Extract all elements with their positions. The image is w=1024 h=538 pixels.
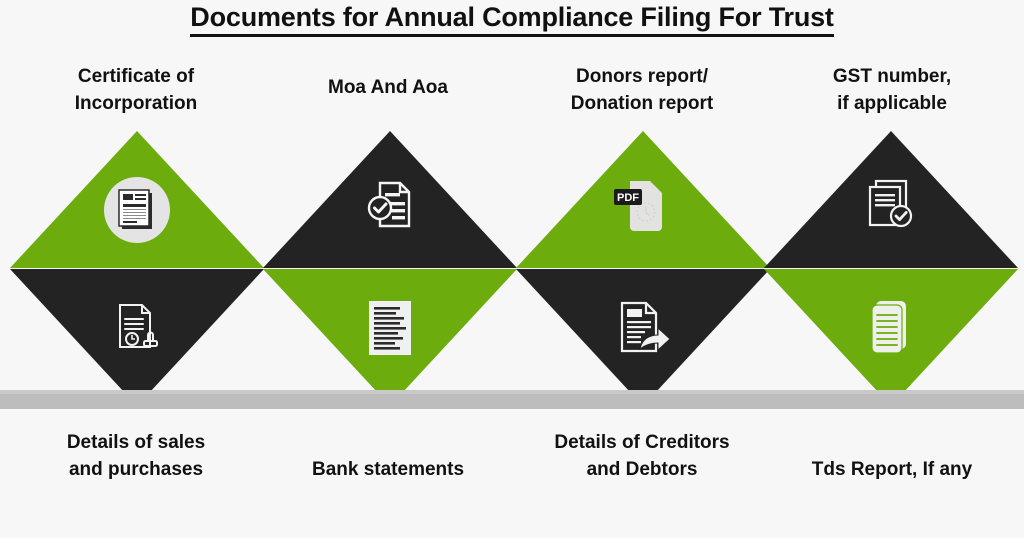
label-top-2: Moa And Aoa <box>238 75 538 102</box>
label-top-4-line1: GST number, <box>832 66 952 87</box>
triangle-top-2 <box>263 131 517 268</box>
label-bottom-1-line2: and purchases <box>68 458 204 480</box>
diamond-column-3: PDF <box>516 131 770 406</box>
triangle-bottom-4 <box>764 269 1018 406</box>
label-bottom-3: Details of Creditors and Debtors <box>492 430 792 484</box>
label-bottom-1: Details of sales and purchases <box>0 430 286 484</box>
gray-bar-highlight <box>0 390 1024 394</box>
label-bottom-4: Tds Report, If any <box>742 457 1024 484</box>
label-bottom-1-line1: Details of sales <box>66 432 206 453</box>
label-top-1-line1: Certificate of <box>77 66 195 87</box>
label-top-3-line2: Donation report <box>570 92 714 114</box>
label-bottom-2-line1: Bank statements <box>311 459 465 480</box>
label-top-3-line1: Donors report/ <box>576 66 708 87</box>
triangle-bottom-2 <box>263 269 517 406</box>
label-top-4-line2: if applicable <box>837 92 947 114</box>
page-title-text: Documents for Annual Compliance Filing F… <box>190 2 834 37</box>
label-top-2-line1: Moa And Aoa <box>328 77 448 98</box>
label-bottom-3-line2: and Debtors <box>586 458 698 480</box>
label-bottom-3-line1: Details of Creditors <box>554 432 730 453</box>
label-top-1-line2: Incorporation <box>74 92 198 114</box>
diamond-row: PDF <box>0 131 1024 409</box>
label-top-1: Certificate of Incorporation <box>0 64 286 118</box>
diamond-column-1 <box>10 131 264 406</box>
triangle-bottom-3 <box>516 269 770 406</box>
triangle-top-1 <box>10 131 264 268</box>
page-title: Documents for Annual Compliance Filing F… <box>0 2 1024 37</box>
diamond-column-4 <box>764 131 1018 406</box>
label-top-4: GST number, if applicable <box>742 64 1024 118</box>
triangle-bottom-1 <box>10 269 264 406</box>
label-bottom-4-line1: Tds Report, If any <box>811 459 973 480</box>
triangle-top-3 <box>516 131 770 268</box>
diamond-column-2 <box>263 131 517 406</box>
triangle-top-4 <box>764 131 1018 268</box>
horizontal-gray-bar <box>0 390 1024 409</box>
label-top-3: Donors report/ Donation report <box>492 64 792 118</box>
label-bottom-2: Bank statements <box>238 457 538 484</box>
